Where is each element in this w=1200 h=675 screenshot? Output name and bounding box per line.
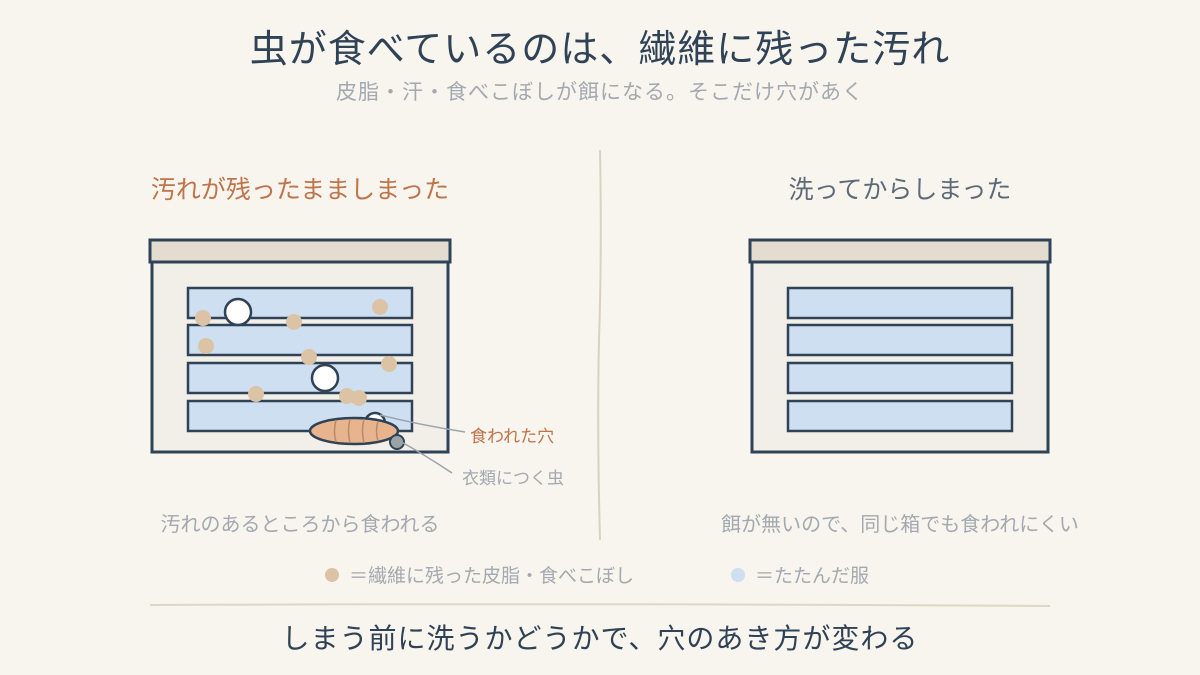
stain-spot bbox=[195, 310, 211, 326]
stain-spots bbox=[195, 299, 397, 406]
page-subtitle: 皮脂・汗・食べこぼしが餌になる。そこだけ穴があく bbox=[336, 80, 864, 104]
cloth-swatch-icon bbox=[731, 567, 745, 582]
legend-label-cloth: ＝たたんだ服 bbox=[755, 565, 870, 587]
left-panel-heading: 汚れが残ったまましまった bbox=[150, 175, 450, 204]
legend-item-stain: ＝繊維に残った皮脂・食べこぼし bbox=[325, 561, 634, 588]
stain-spot bbox=[339, 388, 355, 404]
right-cloth-3 bbox=[786, 361, 1014, 395]
stain-spot bbox=[351, 390, 367, 406]
stain-spot bbox=[381, 356, 397, 372]
right-panel-heading: 洗ってからしまった bbox=[788, 175, 1012, 204]
footer-divider bbox=[149, 603, 1051, 607]
stain-swatch-icon bbox=[325, 567, 339, 582]
page-title: 虫が食べているのは、繊維に残った汚れ bbox=[249, 27, 951, 71]
legend-label-stain: ＝繊維に残った皮脂・食べこぼし bbox=[349, 565, 635, 587]
leader-line-bug bbox=[397, 439, 453, 474]
stain-spot bbox=[301, 349, 317, 365]
right-cloth-4 bbox=[786, 399, 1014, 433]
right-storage-box bbox=[748, 238, 1052, 454]
right-box-lid bbox=[748, 238, 1052, 264]
right-panel-caption: 餌が無いので、同じ箱でも食われにくい bbox=[721, 512, 1079, 536]
left-cloth-2 bbox=[186, 323, 414, 357]
left-storage-box bbox=[148, 238, 466, 474]
clothes-moth-larva bbox=[308, 416, 405, 450]
footer-message: しまう前に洗うかどうかで、穴のあき方が変わる bbox=[281, 622, 919, 655]
left-panel-caption: 汚れのあるところから食われる bbox=[160, 512, 440, 536]
panel-divider bbox=[597, 149, 602, 541]
stain-spot bbox=[372, 299, 388, 315]
eaten-hole bbox=[223, 297, 253, 327]
legend-item-cloth: ＝たたんだ服 bbox=[731, 561, 869, 588]
stain-spot bbox=[248, 386, 264, 402]
right-cloth-1 bbox=[786, 286, 1014, 320]
right-cloth-2 bbox=[786, 323, 1014, 357]
eaten-hole-label: 食われた穴 bbox=[470, 427, 555, 447]
eaten-hole bbox=[310, 363, 340, 393]
left-cloth-3 bbox=[186, 361, 414, 395]
stain-spot bbox=[198, 338, 214, 354]
stain-spot bbox=[286, 314, 302, 330]
leader-line-hole bbox=[379, 414, 466, 433]
clothes-bug-label: 衣類につく虫 bbox=[462, 469, 564, 489]
left-box-lid bbox=[148, 238, 452, 264]
